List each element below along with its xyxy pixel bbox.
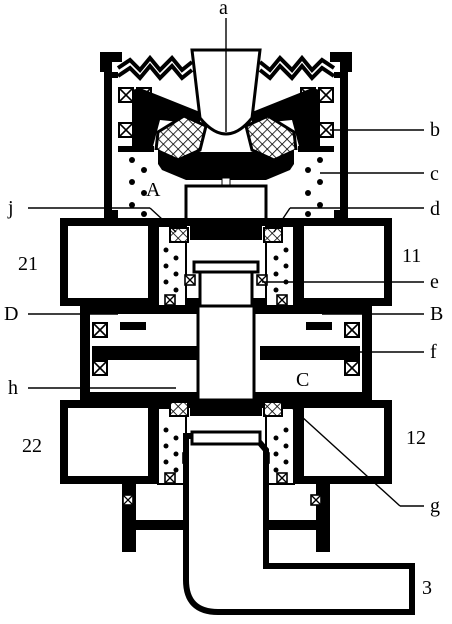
label-f: f	[430, 341, 437, 363]
lower-housing	[122, 484, 330, 552]
leader-lines	[28, 18, 424, 507]
middle-chamber	[80, 304, 372, 402]
label-11: 11	[402, 245, 421, 267]
label-c: c	[430, 163, 439, 185]
label-a: a	[219, 0, 228, 19]
inner-cone-support	[132, 88, 320, 187]
label-h: h	[8, 377, 18, 399]
label-g: g	[430, 495, 440, 517]
label-21: 21	[18, 253, 38, 275]
bellows-diaphragm	[116, 54, 336, 81]
part-labels: a b c d e f g h j A B C D 21 11 22 12 3	[4, 0, 443, 599]
label-A: A	[146, 179, 161, 201]
upper-piston	[190, 226, 262, 308]
label-22: 22	[22, 435, 42, 457]
label-j: j	[7, 197, 14, 219]
label-C: C	[296, 369, 309, 391]
outlet-pipe-3	[183, 430, 415, 615]
upper-spring-chamber	[118, 146, 334, 218]
label-D: D	[4, 303, 18, 325]
label-d: d	[430, 198, 440, 220]
label-b: b	[430, 119, 440, 141]
upper-housing	[100, 52, 352, 218]
label-B: B	[430, 303, 443, 325]
label-12: 12	[406, 427, 426, 449]
label-e: e	[430, 271, 439, 293]
label-3: 3	[422, 577, 432, 599]
